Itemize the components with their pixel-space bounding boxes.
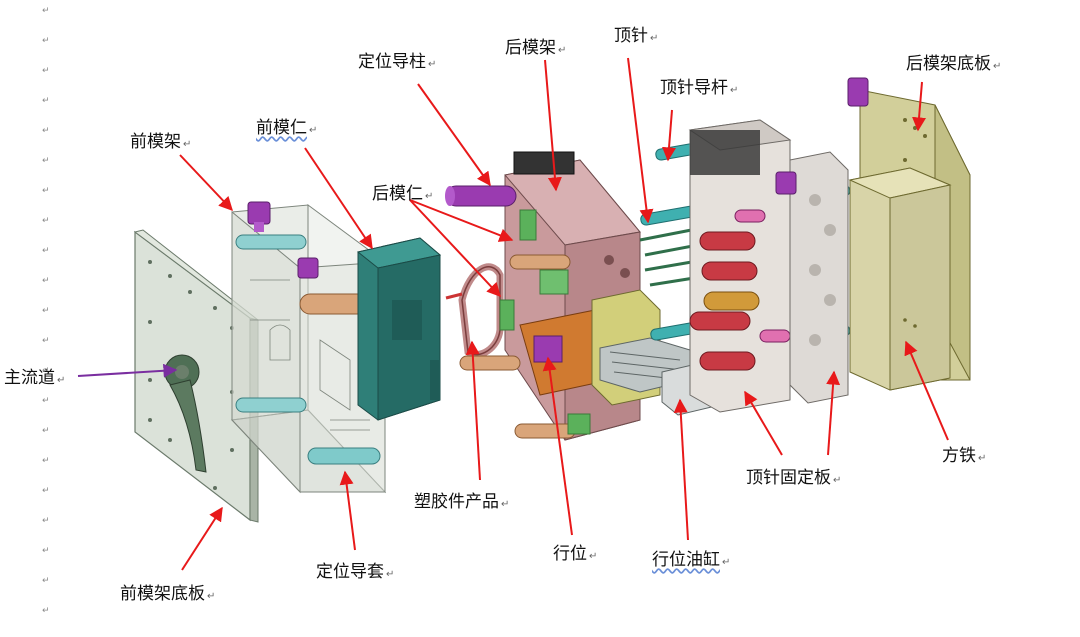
label-guide-post: 定位导柱↵ <box>358 52 437 72</box>
label-ejector-pin: 顶针↵ <box>614 26 659 46</box>
label-front-clamp: 前模架底板↵ <box>120 584 216 604</box>
label-slide: 行位↵ <box>553 544 598 564</box>
paragraph-mark: ↵ <box>42 336 50 346</box>
label-sprue: 主流道↵ <box>4 368 66 388</box>
arrow-sprue <box>77 363 178 378</box>
label-front-insert: 前模仁↵ <box>256 118 318 138</box>
front-clamp-plate <box>133 229 259 523</box>
paragraph-mark: ↵ <box>42 576 50 586</box>
ejector-retainer-plate <box>775 151 849 404</box>
arrow-retainer-2 <box>826 370 841 456</box>
label-front-frame: 前模架↵ <box>130 132 192 152</box>
arrow-guide-post <box>417 83 491 187</box>
label-ejector-guide: 顶针导杆↵ <box>660 78 739 98</box>
arrow-back-frame <box>544 59 562 192</box>
arrow-plastic-part <box>465 340 481 481</box>
arrow-ejector-pin <box>627 57 654 224</box>
plastic-part <box>445 263 504 358</box>
paragraph-mark: ↵ <box>42 546 50 556</box>
label-back-clamp: 后模架底板↵ <box>906 54 1002 74</box>
arrow-back-insert-2 <box>409 199 501 298</box>
arrow-retainer-1 <box>744 390 783 456</box>
arrow-back-insert-1 <box>409 199 514 242</box>
arrow-guide-bushing <box>339 470 356 551</box>
arrow-ejector-guide <box>662 109 676 162</box>
paragraph-mark: ↵ <box>42 516 50 526</box>
paragraph-mark: ↵ <box>42 366 50 376</box>
paragraph-mark: ↵ <box>42 396 50 406</box>
paragraph-mark: ↵ <box>42 126 50 136</box>
label-back-frame: 后模架↵ <box>505 38 567 58</box>
label-ejector-retainer: 顶针固定板↵ <box>746 468 842 488</box>
arrow-front-clamp <box>181 506 223 571</box>
ejector-plate-assembly <box>688 119 792 413</box>
paragraph-mark: ↵ <box>42 606 50 616</box>
paragraph-mark: ↵ <box>42 456 50 466</box>
arrow-back-clamp <box>912 81 927 132</box>
paragraph-mark: ↵ <box>42 426 50 436</box>
paragraph-mark: ↵ <box>42 276 50 286</box>
label-guide-bushing: 定位导套↵ <box>316 562 395 582</box>
paragraph-mark: ↵ <box>42 246 50 256</box>
annotation-arrows <box>77 57 949 571</box>
paragraph-mark: ↵ <box>42 96 50 106</box>
label-plastic-part: 塑胶件产品↵ <box>414 492 510 512</box>
paragraph-mark: ↵ <box>42 156 50 166</box>
arrow-slide <box>542 356 573 536</box>
arrow-front-insert <box>304 147 373 250</box>
arrow-slide-cylinder <box>673 398 689 541</box>
arrow-front-frame <box>179 154 233 212</box>
support-block <box>848 167 952 391</box>
paragraph-mark: ↵ <box>42 186 50 196</box>
paragraph-mark: ↵ <box>42 306 50 316</box>
arrow-support-block <box>904 340 949 441</box>
label-slide-cylinder: 行位油缸↵ <box>652 550 731 570</box>
paragraph-mark: ↵ <box>42 216 50 226</box>
paragraph-mark: ↵ <box>42 486 50 496</box>
label-support-block: 方铁↵ <box>942 446 987 466</box>
label-back-insert: 后模仁↵ <box>372 184 434 204</box>
paragraph-mark: ↵ <box>42 66 50 76</box>
paragraph-mark: ↵ <box>42 6 50 16</box>
guide-post <box>445 185 517 207</box>
front-mold-insert <box>356 237 442 421</box>
paragraph-mark: ↵ <box>42 36 50 46</box>
